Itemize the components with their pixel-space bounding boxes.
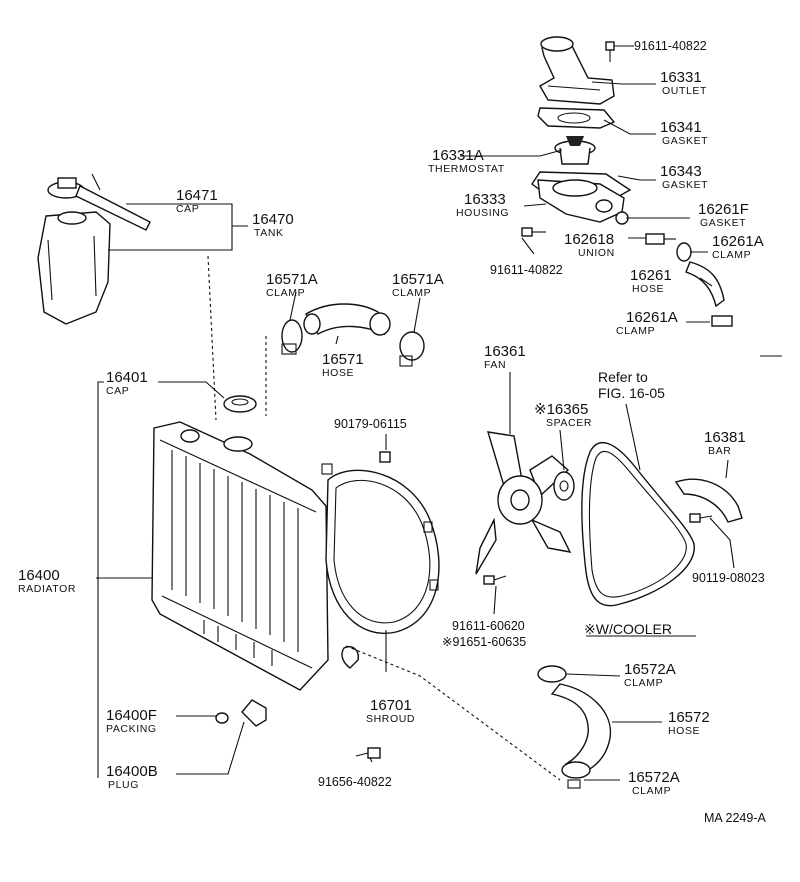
radiator-number: 16400 bbox=[18, 567, 60, 584]
refer-line1: Refer to bbox=[598, 369, 648, 385]
hose-small-number: 16261 bbox=[630, 267, 672, 284]
nut-number: 90179-06115 bbox=[334, 417, 407, 431]
clamp-lower-top-number: 16572A bbox=[624, 661, 676, 678]
reservoir-tank-drawing bbox=[37, 211, 111, 325]
hose-lower-name: HOSE bbox=[668, 725, 700, 737]
hose-lower-number: 16572 bbox=[668, 709, 710, 726]
bar-bolt-number: 90119-08023 bbox=[692, 571, 765, 585]
fan-bolt-drawing bbox=[483, 575, 507, 585]
spacer-name: SPACER bbox=[546, 417, 592, 429]
shroud-bolt-number: 91656-40822 bbox=[318, 775, 392, 789]
bar-number: 16381 bbox=[704, 429, 746, 446]
clamp-a-bottom-name: CLAMP bbox=[616, 325, 655, 337]
bar-drawing bbox=[674, 478, 743, 523]
tank-cap-name: CAP bbox=[176, 203, 199, 215]
upper-hose-drawing bbox=[281, 303, 425, 367]
packing-number: 16400F bbox=[106, 707, 157, 724]
radiator-cap-drawing bbox=[223, 395, 257, 413]
outlet-name: OUTLET bbox=[662, 85, 707, 97]
bar-name: BAR bbox=[708, 445, 731, 457]
union-name: UNION bbox=[578, 247, 615, 259]
gasket-outlet-number: 16341 bbox=[660, 119, 702, 136]
thermostat-name: THERMOSTAT bbox=[428, 163, 505, 175]
fan-name: FAN bbox=[484, 359, 506, 371]
gasket-f-number: 16261F bbox=[698, 201, 749, 218]
cooler-note: ※W/COOLER bbox=[584, 621, 672, 637]
fan-drawing bbox=[475, 431, 575, 575]
v-belt-drawing bbox=[581, 442, 695, 607]
gasket-f-name: GASKET bbox=[700, 217, 746, 229]
clamp-upper-left-name: CLAMP bbox=[266, 287, 305, 299]
fan-number: 16361 bbox=[484, 343, 526, 360]
outlet-gasket-drawing bbox=[537, 107, 616, 129]
leader-lines bbox=[96, 45, 782, 781]
tank-number: 16470 bbox=[252, 211, 294, 228]
tank-cap-number: 16471 bbox=[176, 187, 218, 204]
radiator-outlet-drawing bbox=[341, 646, 359, 669]
outlet-bolt-drawing bbox=[605, 41, 615, 62]
refer-line2: FIG. 16-05 bbox=[598, 385, 665, 401]
reservoir-cap-drawing bbox=[47, 173, 151, 231]
bolt-outlet-number: 91611-40822 bbox=[634, 39, 707, 53]
radiator-name: RADIATOR bbox=[18, 583, 76, 595]
clamp-lower-bottom-name: CLAMP bbox=[632, 785, 671, 797]
nut-drawing bbox=[379, 451, 391, 463]
shroud-bolt-drawing bbox=[355, 747, 381, 759]
clamp-lower-top-name: CLAMP bbox=[624, 677, 663, 689]
clamp-a-bottom-number: 16261A bbox=[626, 309, 678, 326]
hose-upper-number: 16571 bbox=[322, 351, 364, 368]
clamp-lower-bottom-number: 16572A bbox=[628, 769, 680, 786]
part-labels: 91611-40822 16331 OUTLET 16341 GASKET 16… bbox=[18, 39, 767, 825]
clamp-a-top-name: CLAMP bbox=[712, 249, 751, 261]
union-number: 162618 bbox=[564, 231, 614, 248]
union-hose-drawing bbox=[645, 233, 733, 327]
clamp-a-top-number: 16261A bbox=[712, 233, 764, 250]
gasket-housing-number: 16343 bbox=[660, 163, 702, 180]
thermostat-housing-drawing bbox=[531, 171, 632, 225]
thermostat-drawing bbox=[554, 136, 596, 165]
spacer-number: ※16365 bbox=[534, 401, 588, 418]
gasket-housing-name: GASKET bbox=[662, 179, 708, 191]
gasket-outlet-name: GASKET bbox=[662, 135, 708, 147]
housing-bolt-drawing bbox=[521, 227, 546, 237]
fan-bolt-cooler-number: ※91651-60635 bbox=[442, 635, 526, 649]
thermostat-number: 16331A bbox=[432, 147, 484, 164]
clamp-upper-right-number: 16571A bbox=[392, 271, 444, 288]
shroud-drawing bbox=[321, 463, 440, 634]
radiator-cap-name: CAP bbox=[106, 385, 129, 397]
radiator-drawing bbox=[151, 421, 329, 691]
water-outlet-drawing bbox=[539, 36, 615, 105]
clamp-upper-right-name: CLAMP bbox=[392, 287, 431, 299]
housing-name: HOUSING bbox=[456, 207, 509, 219]
packing-name: PACKING bbox=[106, 723, 157, 735]
lower-hose-drawing bbox=[537, 665, 612, 789]
clamp-upper-left-number: 16571A bbox=[266, 271, 318, 288]
shroud-name: SHROUD bbox=[366, 713, 415, 725]
housing-number: 16333 bbox=[464, 191, 506, 208]
outlet-number: 16331 bbox=[660, 69, 702, 86]
hose-upper-name: HOSE bbox=[322, 367, 354, 379]
hose-small-name: HOSE bbox=[632, 283, 664, 295]
bolt-housing-number: 91611-40822 bbox=[490, 263, 563, 277]
radiator-cap-number: 16401 bbox=[106, 369, 148, 386]
tank-name: TANK bbox=[254, 227, 284, 239]
shroud-number: 16701 bbox=[370, 697, 412, 714]
figure-id: MA 2249-A bbox=[704, 811, 767, 825]
drain-plug-drawing bbox=[215, 699, 267, 727]
plug-name: PLUG bbox=[108, 779, 139, 791]
fan-bolt-number: 91611-60620 bbox=[452, 619, 525, 633]
plug-number: 16400B bbox=[106, 763, 158, 780]
